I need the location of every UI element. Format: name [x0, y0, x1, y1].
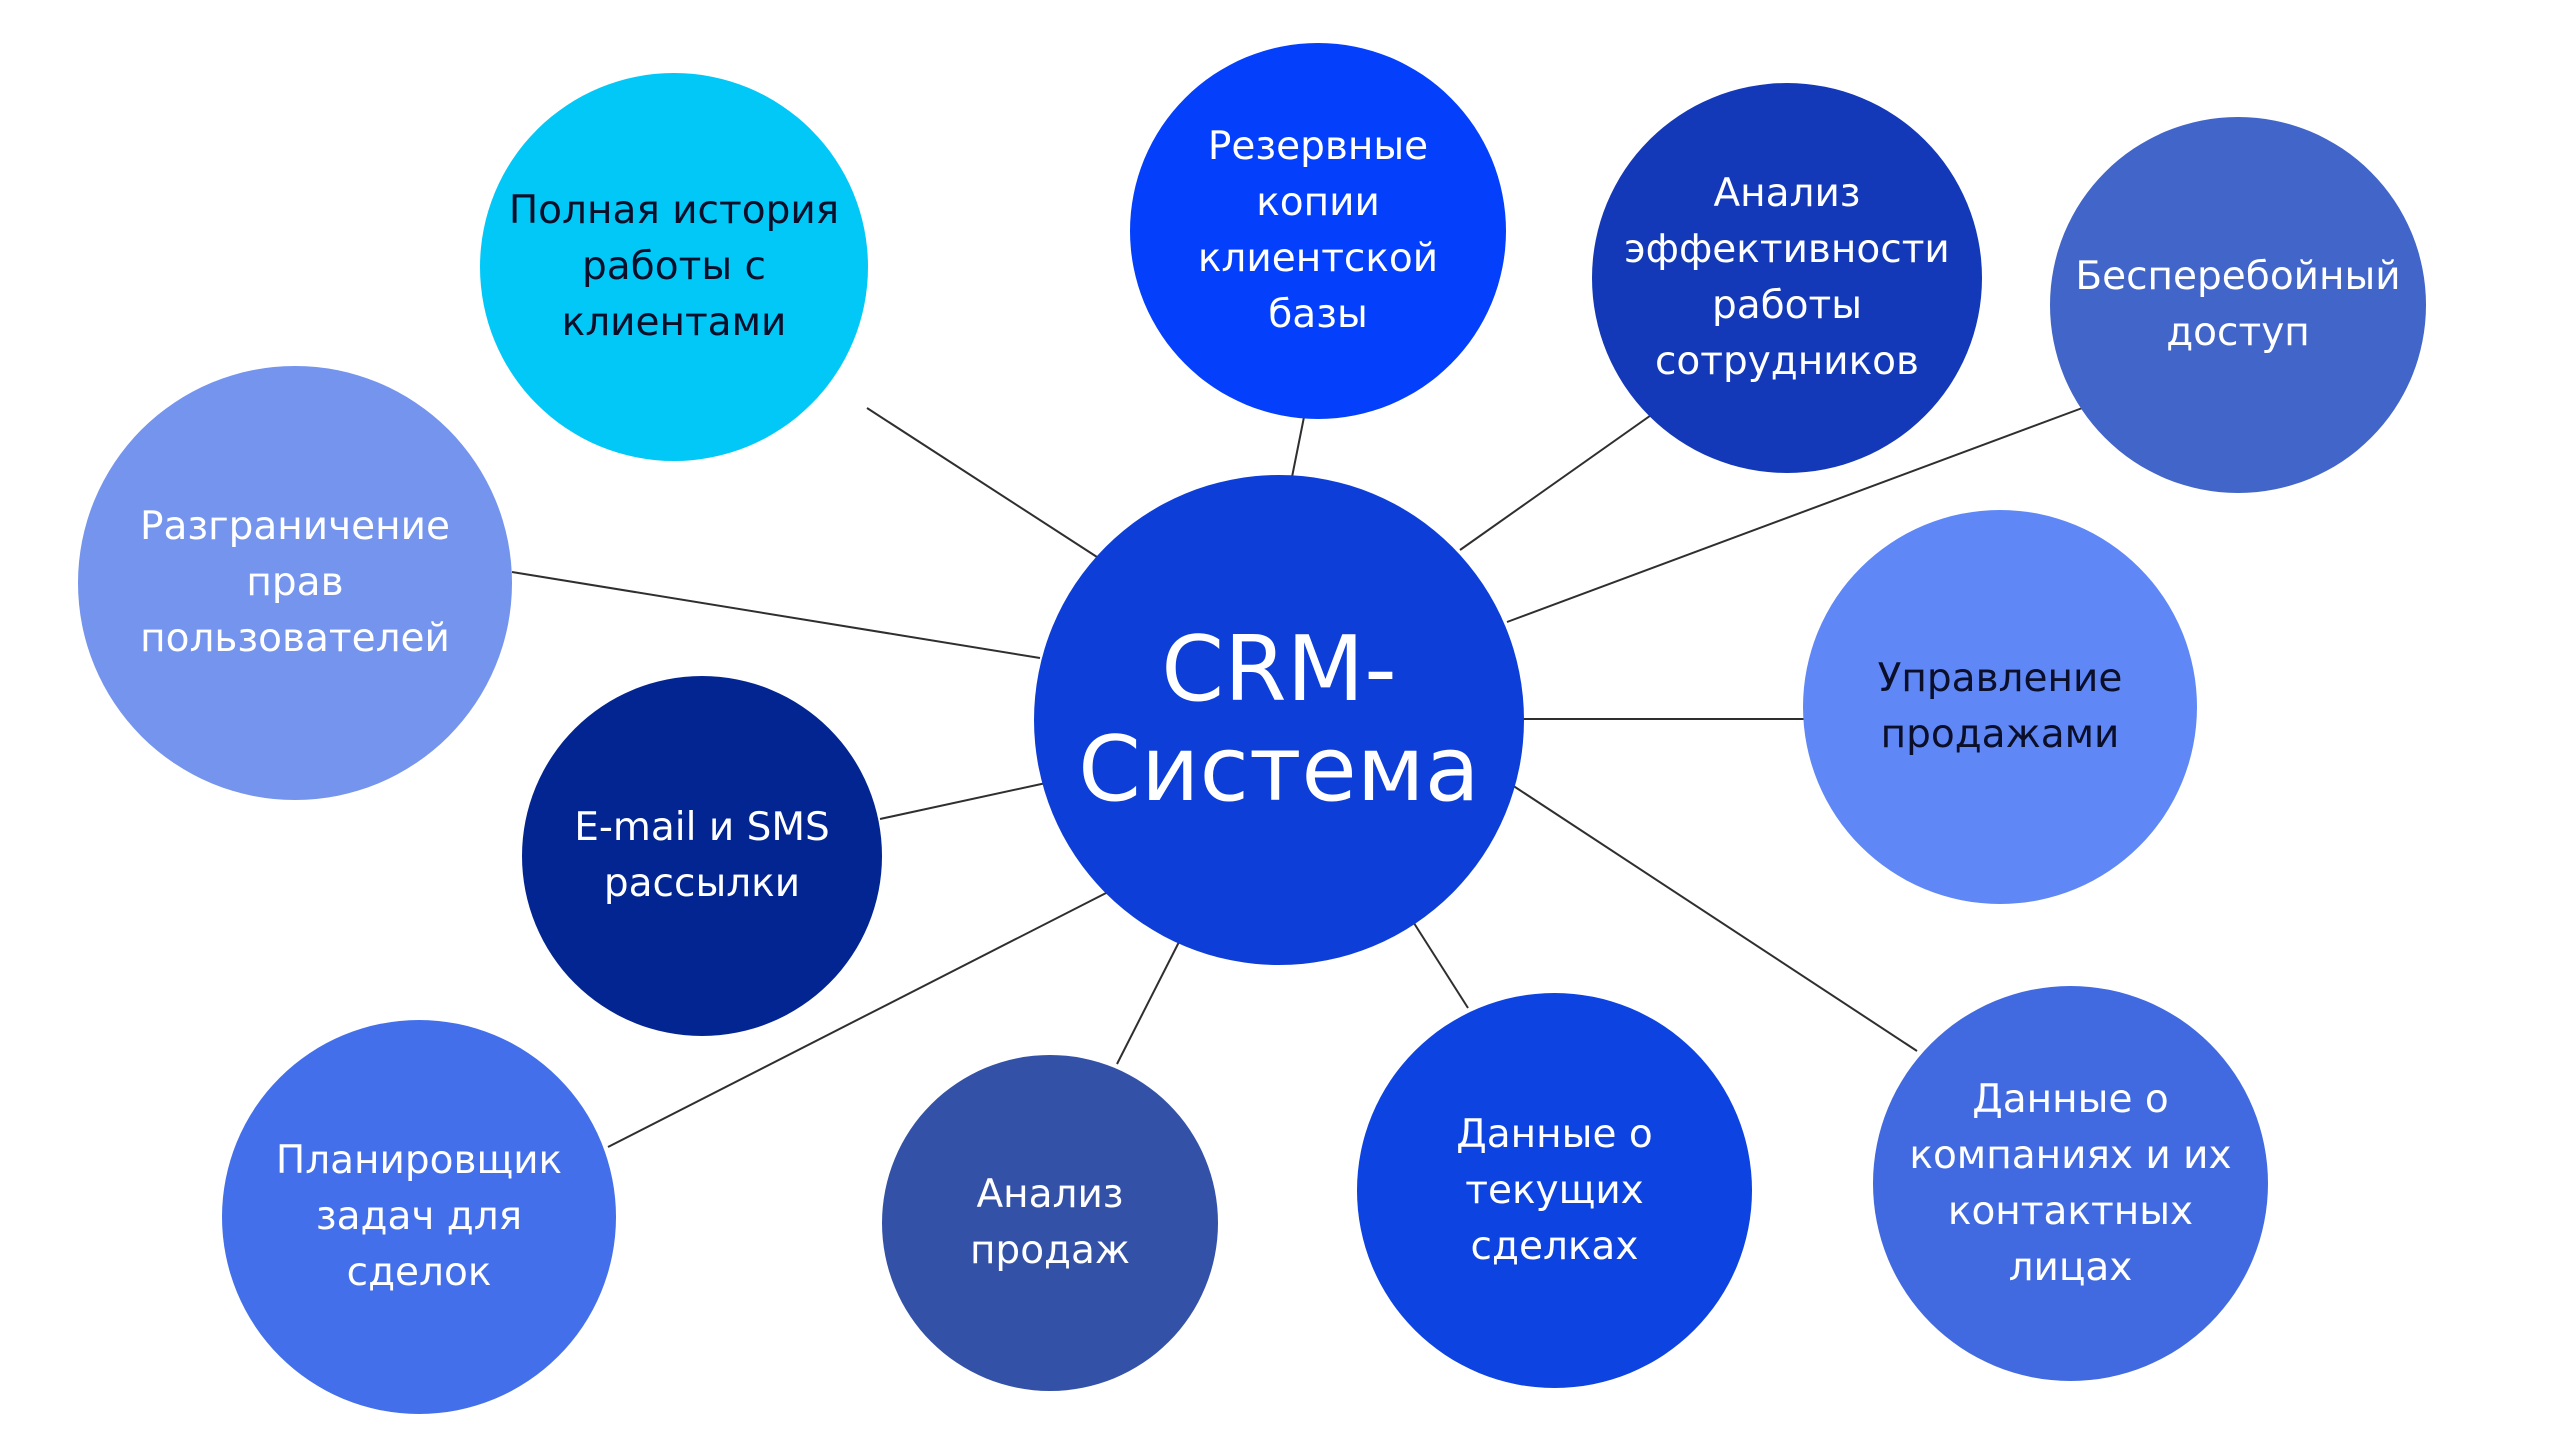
- node-backup-label: Резервные копии клиентской базы: [1197, 124, 1439, 337]
- connector-deals: [1411, 919, 1469, 1009]
- center-node-crm: CRM- Система: [1034, 475, 1524, 965]
- node-employee-efficiency: Анализ эффективности работы сотрудников: [1592, 83, 1982, 473]
- node-email-sms-mailing: E-mail и SMS рассылки: [522, 676, 882, 1036]
- connector-access: [1506, 406, 2086, 623]
- node-sales-management-label: Управление продажами: [1877, 656, 2123, 757]
- center-node-label: CRM- Система: [1078, 617, 1480, 822]
- connector-companies: [1511, 784, 1918, 1052]
- node-uninterrupted-access: Бесперебойный доступ: [2050, 117, 2426, 493]
- node-uninterrupted-access-label: Бесперебойный доступ: [2075, 254, 2401, 355]
- node-companies-contacts-label: Данные о компаниях и их контактных лицах: [1909, 1076, 2232, 1290]
- connector-efficiency: [1459, 412, 1655, 551]
- connector-mailing: [879, 782, 1047, 820]
- node-companies-contacts: Данные о компаниях и их контактных лицах: [1873, 986, 2268, 1381]
- node-backup: Резервные копии клиентской базы: [1130, 43, 1506, 419]
- node-current-deals: Данные о текущих сделках: [1357, 993, 1752, 1388]
- connector-backup: [1291, 416, 1305, 478]
- node-user-rights: Разграничение прав пользователей: [78, 366, 512, 800]
- node-client-history: Полная история работы с клиентами: [480, 73, 868, 461]
- node-email-sms-mailing-label: E-mail и SMS рассылки: [574, 805, 830, 906]
- node-sales-management: Управление продажами: [1803, 510, 2197, 904]
- node-task-scheduler: Планировщик задач для сделок: [222, 1020, 616, 1414]
- node-user-rights-label: Разграничение прав пользователей: [139, 504, 451, 661]
- node-task-scheduler-label: Планировщик задач для сделок: [275, 1138, 563, 1295]
- node-client-history-label: Полная история работы с клиентами: [508, 188, 840, 345]
- node-current-deals-label: Данные о текущих сделках: [1456, 1111, 1653, 1269]
- connector-history: [866, 407, 1098, 558]
- node-sales-analysis-label: Анализ продаж: [969, 1172, 1131, 1273]
- connector-sales-anal: [1116, 939, 1181, 1065]
- node-employee-efficiency-label: Анализ эффективности работы сотрудников: [1624, 171, 1950, 384]
- node-sales-analysis: Анализ продаж: [882, 1055, 1218, 1391]
- connector-rights: [511, 571, 1041, 659]
- connector-scheduler: [607, 890, 1111, 1148]
